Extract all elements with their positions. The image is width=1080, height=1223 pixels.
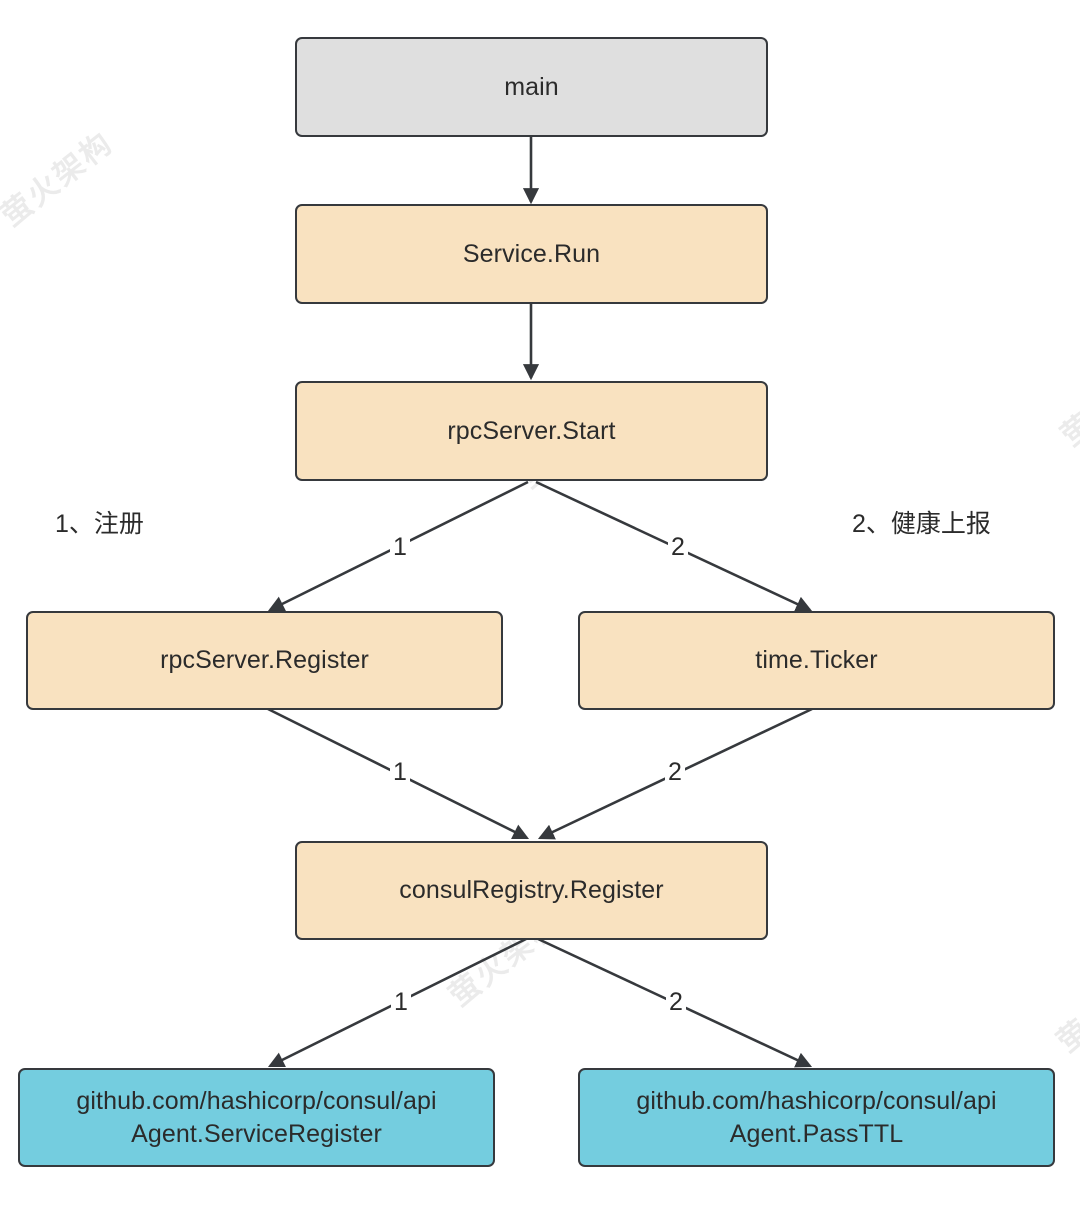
node-agent-passttl[interactable]: github.com/hashicorp/consul/api Agent.Pa… xyxy=(578,1068,1055,1167)
watermark: 萤火架构 xyxy=(1051,951,1080,1060)
node-main[interactable]: main xyxy=(295,37,768,137)
node-service-run[interactable]: Service.Run xyxy=(295,204,768,304)
edge-label-time-ticker-to-consul-register: 2 xyxy=(665,760,685,785)
node-rpcserver-start[interactable]: rpcServer.Start xyxy=(295,381,768,481)
edge-label-consul-register-to-agent-passttl: 2 xyxy=(666,990,686,1015)
edge-label-rpc-start-to-rpc-register: 1 xyxy=(390,535,410,560)
edge-label-rpc-register-to-consul-register: 1 xyxy=(390,760,410,785)
edge-label-consul-register-to-agent-service-register: 1 xyxy=(391,990,411,1015)
annotation-register: 1、注册 xyxy=(55,510,144,538)
node-time-ticker[interactable]: time.Ticker xyxy=(578,611,1055,710)
node-consulregistry-register[interactable]: consulRegistry.Register xyxy=(295,841,768,940)
watermark: 萤火架构 xyxy=(1055,345,1080,454)
watermark: 萤火架构 xyxy=(0,125,120,234)
edge-label-rpc-start-to-time-ticker: 2 xyxy=(668,535,688,560)
annotation-health-report: 2、健康上报 xyxy=(852,510,991,538)
node-agent-serviceregister[interactable]: github.com/hashicorp/consul/api Agent.Se… xyxy=(18,1068,495,1167)
node-rpcserver-register[interactable]: rpcServer.Register xyxy=(26,611,503,710)
